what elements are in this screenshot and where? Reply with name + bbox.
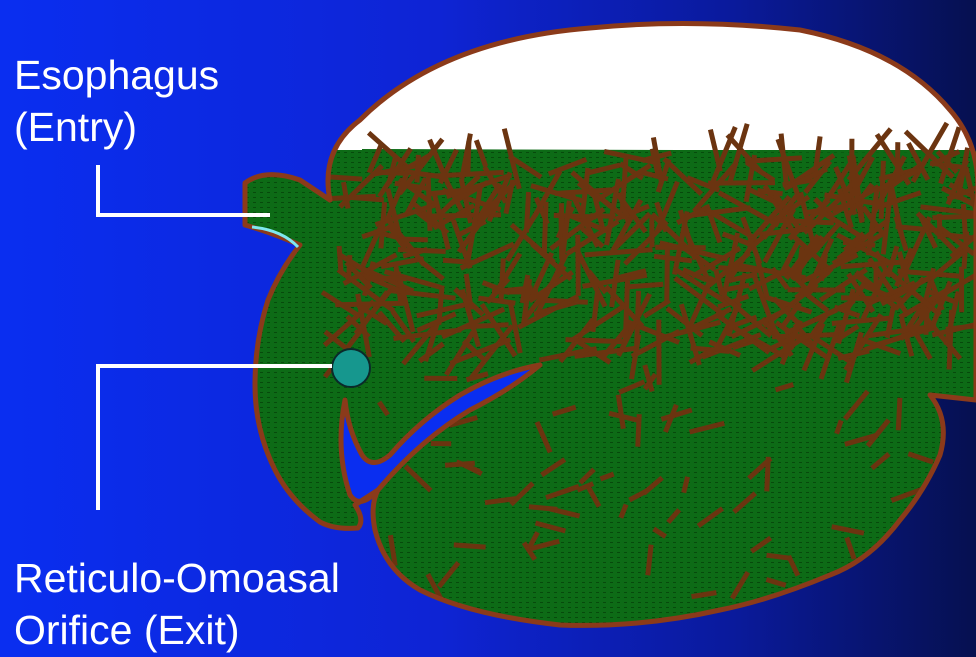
fiber-strand	[335, 303, 405, 304]
fiber-strand	[544, 202, 546, 253]
fiber-strand	[625, 281, 627, 343]
fiber-strand	[369, 278, 407, 279]
fiber-strand	[339, 246, 341, 273]
fiber-strand	[398, 250, 446, 252]
fiber-strand	[949, 310, 952, 370]
fiber-strand	[529, 507, 557, 510]
fiber-strand	[758, 191, 783, 194]
fiber-strand	[655, 247, 705, 248]
fiber-strand	[578, 235, 579, 296]
fiber-strand	[648, 545, 651, 576]
fiber-strand	[767, 555, 790, 558]
fiber-strand	[904, 554, 918, 561]
fiber-strand	[428, 176, 430, 231]
fiber-strand	[526, 192, 528, 233]
reticulo-omasal-orifice	[332, 349, 370, 387]
fiber-strand	[850, 569, 858, 583]
fiber-strand	[928, 547, 935, 562]
esophagus-label: Esophagus (Entry)	[14, 50, 219, 153]
fiber-strand	[963, 204, 965, 236]
fiber-strand	[626, 284, 663, 287]
fiber-strand	[330, 196, 376, 198]
fiber-strand	[939, 214, 940, 239]
fiber-strand	[454, 545, 486, 547]
fiber-strand	[931, 558, 936, 572]
fiber-strand	[399, 239, 427, 240]
fiber-strand	[898, 398, 900, 430]
reticulo-omasal-orifice-label: Reticulo-Omoasal Orifice (Exit)	[14, 553, 340, 656]
fiber-strand	[468, 141, 469, 173]
